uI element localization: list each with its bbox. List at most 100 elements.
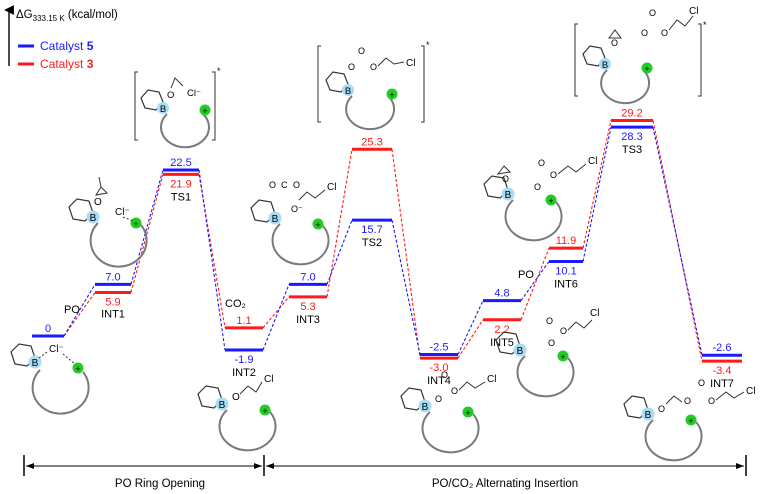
svg-text:B: B: [645, 410, 652, 421]
connector-s0-3: [262, 284, 290, 351]
structure-int3: B + O C O O⁻ Cl: [250, 180, 336, 266]
svg-text:O: O: [348, 62, 355, 72]
svg-text:Cl: Cl: [689, 6, 698, 17]
value-label-cat5-0: 0: [45, 323, 51, 335]
value-label-cat5-8: 10.1: [555, 265, 576, 277]
connector-s1-7: [520, 247, 550, 320]
svg-text:O⁻: O⁻: [291, 204, 303, 214]
value-label-cat3-4: 5.3: [300, 301, 315, 313]
legend-label-catalyst-3: Catalyst 3: [40, 57, 94, 71]
connector-s0-9: [652, 127, 703, 356]
legend-label-catalyst-5: Catalyst 5: [40, 39, 94, 53]
svg-text:B: B: [90, 213, 97, 224]
value-label-cat3-2: 21.9: [170, 178, 191, 190]
svg-text:O: O: [698, 378, 705, 388]
value-label-cat3-9: 29.2: [621, 108, 642, 120]
connector-s1-5: [391, 149, 421, 359]
svg-text:B: B: [272, 214, 279, 225]
value-label-cat5-4: 7.0: [300, 271, 315, 283]
y-axis-label: ΔG333.15 K (kcal/mol): [16, 9, 118, 23]
svg-text:O: O: [550, 170, 557, 180]
svg-text:Cl⁻: Cl⁻: [187, 88, 201, 99]
connector-s0-7: [520, 261, 550, 301]
connector-s0-4: [326, 219, 353, 285]
state-label-ts1: TS1: [171, 191, 191, 203]
svg-text:O: O: [293, 180, 300, 190]
value-label-cat5-5: 15.7: [361, 224, 382, 236]
reagent-po-1: PO: [64, 304, 80, 316]
connector-s0-5: [391, 220, 421, 355]
structure-int4: B + O O O Cl: [400, 370, 496, 454]
svg-text:Cl: Cl: [487, 374, 496, 385]
value-label-cat3-10: -3.4: [713, 365, 732, 377]
svg-text:O: O: [358, 46, 365, 56]
svg-text:+: +: [262, 406, 267, 416]
value-label-cat5-10: -2.6: [713, 342, 732, 354]
state-label-int5: INT5: [490, 337, 514, 349]
structure-int2: B + O Cl: [197, 374, 277, 452]
connector-s0-2: [198, 169, 226, 351]
svg-text:Cl⁻: Cl⁻: [115, 207, 130, 218]
value-label-cat3-1: 5.9: [105, 296, 120, 308]
stage-label-ring-opening: PO Ring Opening: [115, 478, 205, 490]
structure-ts2: * B + O O O Cl: [317, 40, 430, 131]
svg-text:B: B: [345, 86, 351, 97]
value-label-cat3-3: 1.1: [236, 315, 251, 327]
svg-text:O: O: [534, 182, 541, 192]
value-label-cat5-3: -1.9: [235, 354, 254, 366]
value-label-cat5-2: 22.5: [170, 157, 191, 169]
connector-s0-0: [63, 284, 96, 337]
state-label-int2: INT2: [232, 367, 256, 379]
connector-s0-8: [582, 127, 612, 262]
svg-text:O: O: [684, 396, 691, 406]
svg-text:+: +: [315, 220, 320, 230]
svg-text:O: O: [269, 180, 276, 190]
svg-text:B: B: [32, 358, 39, 369]
svg-text:+: +: [133, 219, 138, 229]
energy-profile: 07.05.9INT122.521.9TS1-1.91.1INT27.05.3I…: [32, 108, 742, 390]
reagent-po-2: PO: [518, 269, 534, 281]
structure-int7: B + O O O O Cl: [623, 378, 755, 462]
stage-label-alternating-insertion: PO/CO₂ Alternating Insertion: [432, 478, 578, 490]
svg-text:O: O: [451, 386, 458, 396]
stage-bar: PO Ring Opening PO/CO₂ Alternating Inser…: [23, 455, 747, 490]
svg-text:O: O: [611, 38, 618, 48]
svg-text:O: O: [167, 90, 174, 101]
svg-text:*: *: [217, 66, 221, 76]
svg-text:Cl: Cl: [406, 58, 415, 69]
svg-text:O: O: [538, 158, 545, 168]
svg-text:B: B: [219, 400, 226, 411]
structure-start: B + Cl⁻: [10, 343, 90, 415]
svg-text:Cl: Cl: [327, 182, 336, 193]
svg-text:B: B: [517, 346, 524, 357]
state-label-int6: INT6: [554, 278, 578, 290]
svg-text:O: O: [658, 404, 665, 414]
svg-text:O: O: [641, 28, 648, 38]
connector-s1-8: [582, 120, 612, 249]
svg-text:O: O: [708, 396, 715, 406]
state-label-int7: INT7: [710, 378, 734, 390]
structure-int5: B + O O O Cl: [495, 308, 599, 398]
value-label-cat3-6: -3.0: [430, 362, 449, 374]
value-label-cat3-8: 11.9: [556, 235, 577, 247]
svg-text:+: +: [75, 364, 80, 374]
value-label-cat5-7: 4.8: [494, 288, 509, 300]
svg-text:+: +: [465, 408, 470, 418]
value-label-cat5-6: -2.5: [430, 341, 449, 353]
structure-ts1: * B + O Cl⁻: [134, 66, 221, 149]
value-label-cat5-9: 28.3: [621, 131, 642, 143]
svg-text:O: O: [502, 174, 509, 184]
svg-text:Cl: Cl: [746, 386, 755, 397]
connector-s1-3: [262, 296, 290, 329]
connector-s1-6: [457, 319, 484, 359]
svg-text:*: *: [703, 20, 707, 30]
svg-text:O: O: [546, 316, 553, 326]
svg-text:O: O: [94, 197, 102, 208]
svg-text:Cl⁻: Cl⁻: [49, 344, 64, 355]
svg-text:+: +: [202, 106, 207, 116]
svg-text:B: B: [505, 190, 512, 201]
svg-text:Cl: Cl: [590, 308, 599, 319]
svg-text:O: O: [370, 62, 377, 72]
svg-text:Cl: Cl: [264, 374, 273, 385]
